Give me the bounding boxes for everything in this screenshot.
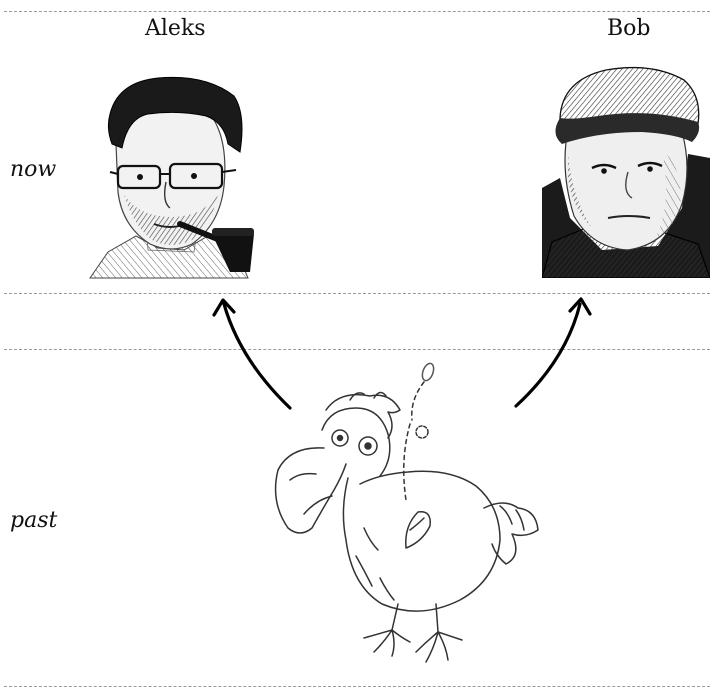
past-top-dashed-rule <box>4 349 710 350</box>
now-bottom-dashed-rule <box>4 293 710 294</box>
row-label-past: past <box>10 508 58 533</box>
dodo-sketch <box>274 362 539 663</box>
arrow-to-aleks <box>212 298 292 410</box>
person-name-aleks: Aleks <box>145 16 206 41</box>
arrow-to-bob <box>514 297 592 408</box>
top-dashed-rule <box>4 11 710 12</box>
person-name-bob: Bob <box>607 16 651 41</box>
bottom-dashed-rule <box>4 686 710 687</box>
row-label-now: now <box>10 157 57 182</box>
portrait-aleks <box>89 76 254 279</box>
portrait-bob <box>542 58 710 278</box>
